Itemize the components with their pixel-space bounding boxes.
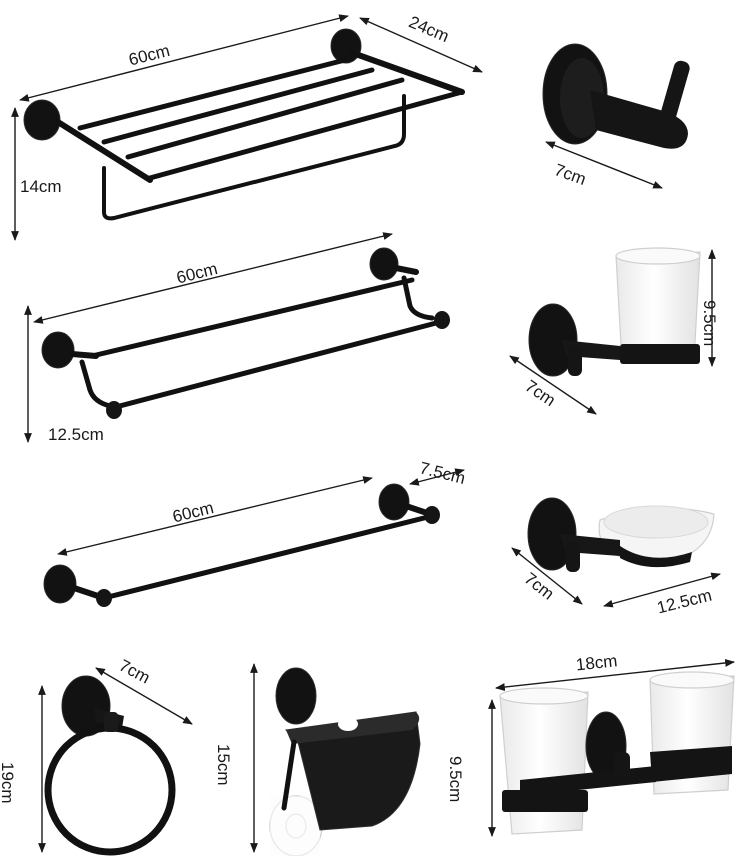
dimension-line bbox=[95, 667, 193, 725]
shelf-height-label: 14cm bbox=[20, 177, 62, 196]
dimension-line bbox=[19, 14, 349, 102]
robe-hook: 7cm bbox=[542, 43, 690, 189]
soap-depth-label: 7cm bbox=[521, 569, 558, 604]
double-bar-width-label: 60cm bbox=[175, 259, 220, 287]
soap-width-label: 12.5cm bbox=[655, 586, 714, 618]
tumbler-width-label: 7cm bbox=[522, 376, 559, 410]
tumbler-holder: 9.5cm 7cm bbox=[509, 247, 719, 415]
single-towel-bar: 60cm 7.5cm bbox=[43, 458, 468, 607]
hook-width-label: 7cm bbox=[552, 160, 589, 189]
double-tumbler-width-label: 18cm bbox=[575, 651, 618, 674]
double-tumbler-holder: 18cm 9.5cm bbox=[446, 651, 735, 837]
dimension-line bbox=[33, 232, 393, 324]
dimension-line bbox=[511, 547, 583, 605]
dimension-line bbox=[509, 355, 597, 415]
dimension-line bbox=[495, 659, 735, 691]
dimension-line bbox=[409, 468, 465, 486]
dimension-line bbox=[545, 141, 663, 189]
dimension-line bbox=[57, 476, 373, 556]
towel-ring: 7cm 19cm bbox=[0, 656, 193, 856]
shelf-width-label: 60cm bbox=[127, 41, 172, 69]
double-towel-bar: 60cm 12.5cm bbox=[24, 232, 450, 444]
towel-shelf: 60cm 24cm 14cm bbox=[11, 12, 483, 241]
paper-height-label: 15cm bbox=[214, 744, 233, 786]
double-bar-height-label: 12.5cm bbox=[48, 425, 104, 444]
dimension-line bbox=[359, 17, 483, 73]
double-tumbler-height-label: 9.5cm bbox=[446, 756, 465, 802]
paper-holder: 15cm bbox=[214, 663, 421, 856]
ring-height-label: 19cm bbox=[0, 762, 17, 804]
dimension-line bbox=[603, 572, 721, 608]
tumbler-height-label: 9.5cm bbox=[700, 300, 719, 346]
single-bar-depth-label: 7.5cm bbox=[418, 458, 468, 488]
soap-dish: 7cm 12.5cm bbox=[511, 497, 721, 618]
single-bar-width-label: 60cm bbox=[171, 498, 216, 526]
